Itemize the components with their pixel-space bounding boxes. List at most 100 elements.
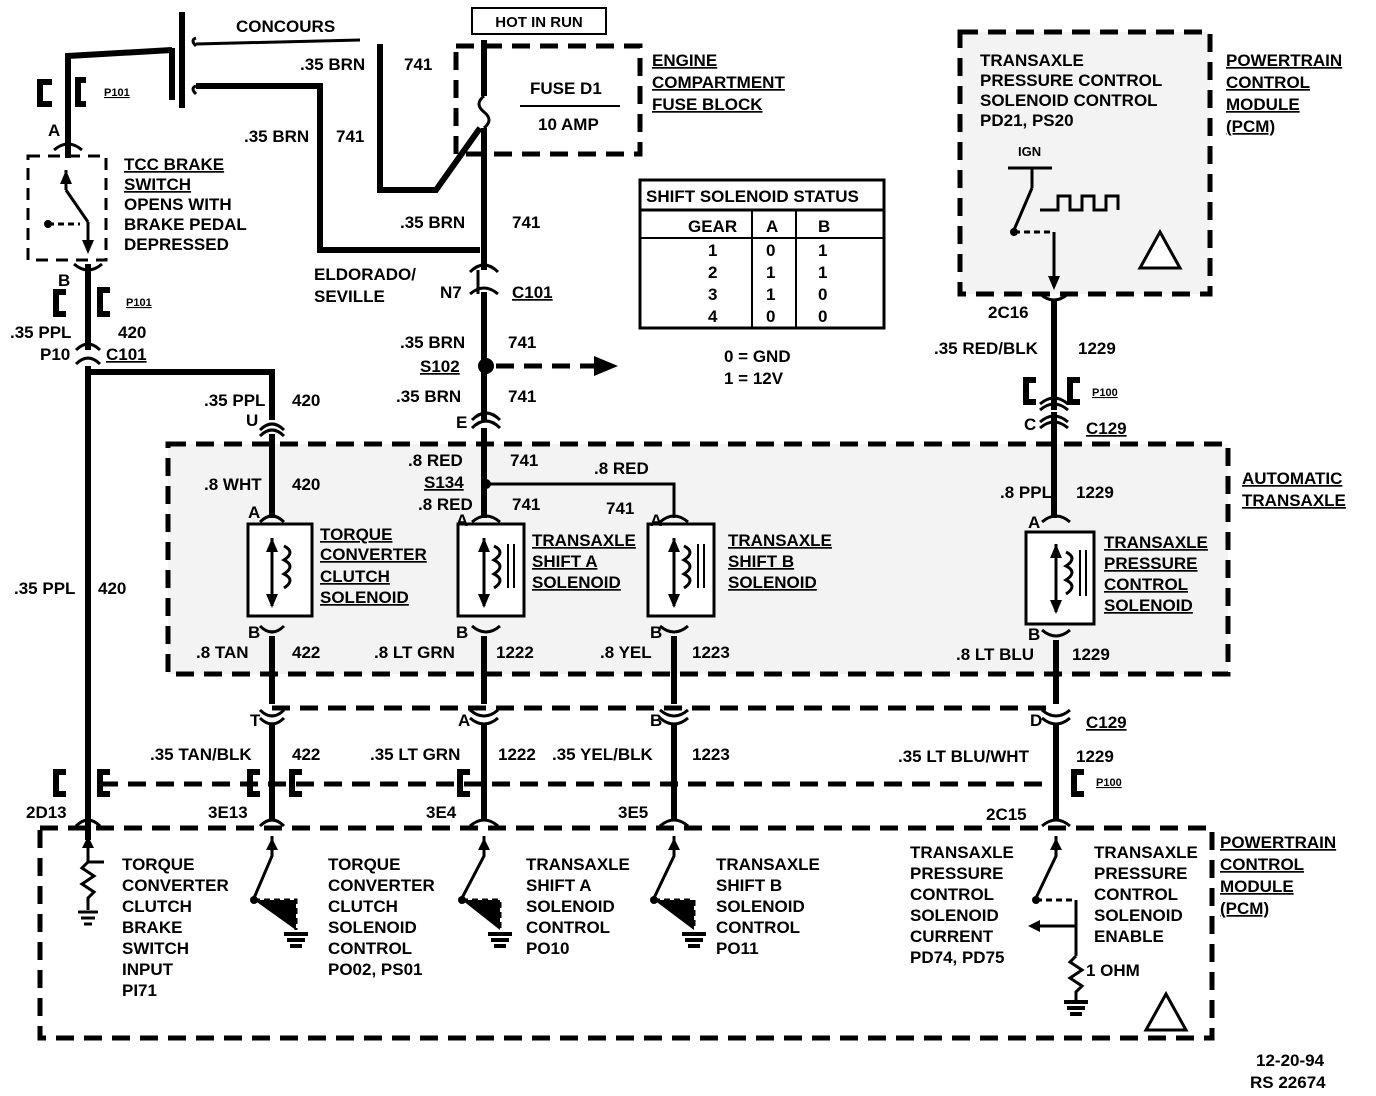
label-line: BRAKE <box>122 918 182 937</box>
label-line: CONTROL <box>1094 885 1178 904</box>
pin-label: E <box>456 413 467 432</box>
shift-b-solenoid <box>646 514 716 634</box>
brake-switch-input-circuit <box>78 836 104 926</box>
label-line: SHIFT B <box>716 876 782 895</box>
pc-solenoid-label: TRANSAXLE PRESSURE CONTROL SOLENOID <box>1104 533 1208 615</box>
table-cell: 3 <box>708 285 717 304</box>
connector-label: C129 <box>1086 713 1127 732</box>
date-label: 12-20-94 <box>1256 1051 1325 1070</box>
label-line: SEVILLE <box>314 287 385 306</box>
wire-label: .35 LT GRN <box>370 745 460 764</box>
wire-label: .35 TAN/BLK <box>150 745 252 764</box>
label-line: PI71 <box>122 981 157 1000</box>
automatic-transaxle-label: AUTOMATIC TRANSAXLE <box>1242 469 1346 510</box>
pin-label: B <box>248 623 260 642</box>
table-header: A <box>766 217 778 236</box>
tcc-brake-switch-box <box>26 154 108 262</box>
circuit-label: 741 <box>510 451 538 470</box>
shift-solenoid-table <box>638 178 886 330</box>
shift-b-control-label: TRANSAXLE SHIFT B SOLENOID CONTROL PO11 <box>716 855 820 958</box>
circuit-label: 1229 <box>1076 747 1114 766</box>
label-line: TORQUE <box>122 855 194 874</box>
wire-label: .8 LT BLU <box>956 645 1034 664</box>
pin-label: A <box>456 511 468 530</box>
label-line: TRANSAXLE <box>1094 843 1198 862</box>
label-line: (PCM) <box>1226 117 1275 136</box>
pc-enable-label: TRANSAXLE PRESSURE CONTROL SOLENOID ENAB… <box>1094 843 1198 946</box>
label-line: PO11 <box>716 939 759 958</box>
pin-label: C <box>1024 415 1036 434</box>
pin-label: B <box>456 623 468 642</box>
label-line: TRANSAXLE <box>526 855 630 874</box>
label-line: PD74, PD75 <box>910 948 1005 967</box>
label-line: POWERTRAIN <box>1226 51 1342 70</box>
label-line: SOLENOID <box>320 588 409 607</box>
transaxle-box <box>165 441 1231 677</box>
ign-label: IGN <box>1018 144 1041 159</box>
wire-label: .8 LT GRN <box>374 643 455 662</box>
pc-solenoid-driver <box>1028 836 1189 1032</box>
label-line: CONTROL <box>910 885 994 904</box>
label-line: SOLENOID <box>728 573 817 592</box>
wire-label: .35 BRN <box>396 387 461 406</box>
wire-label: .35 YEL/BLK <box>552 745 653 764</box>
label-line: (PCM) <box>1220 899 1269 918</box>
label-line: TORQUE <box>320 525 392 544</box>
label-line: CONTROL <box>526 918 610 937</box>
pin-label: A <box>650 511 662 530</box>
brake-switch-input-label: TORQUE CONVERTER CLUTCH BRAKE SWITCH INP… <box>122 855 229 1000</box>
label-line: TRANSAXLE <box>1242 491 1346 510</box>
tcc-solenoid-control-label: TORQUE CONVERTER CLUTCH SOLENOID CONTROL… <box>328 855 435 979</box>
hot-in-run-box <box>471 7 607 35</box>
label-line: PO10 <box>526 939 569 958</box>
wire-label: .35 RED/BLK <box>934 339 1039 358</box>
label-line: CONTROL <box>328 939 412 958</box>
tcc-solenoid-driver <box>250 836 308 948</box>
pc-solenoid-control-label: TRANSAXLE PRESSURE CONTROL SOLENOID CONT… <box>980 51 1162 130</box>
tcc-solenoid <box>246 514 314 634</box>
circuit-label: 420 <box>118 323 146 342</box>
pin-label: B <box>650 623 662 642</box>
label-line: ELDORADO/ <box>314 265 416 284</box>
pin-label: A <box>458 711 470 730</box>
circuit-label: 422 <box>292 745 320 764</box>
label-line: CONTROL <box>1220 855 1304 874</box>
wire-label: .8 TAN <box>196 643 249 662</box>
label-line: TRANSAXLE <box>716 855 820 874</box>
wire-label: .8 RED <box>408 451 463 470</box>
label-line: CONVERTER <box>320 545 427 564</box>
fuse-block-box <box>453 43 643 157</box>
wire-label: .8 YEL <box>600 643 652 662</box>
circuit-label: 1222 <box>496 643 534 662</box>
hot-in-run-label: HOT IN RUN <box>495 14 583 31</box>
pin-label: B <box>1028 625 1040 644</box>
label-line: PO02, PS01 <box>328 960 423 979</box>
shift-a-driver <box>458 836 512 948</box>
label-line: FUSE BLOCK <box>652 95 763 114</box>
label-line: CLUTCH <box>320 567 390 586</box>
circuit-label: 1229 <box>1076 483 1114 502</box>
label-line: MODULE <box>1220 877 1294 896</box>
table-cell: 0 <box>766 241 775 260</box>
table-cell: 0 <box>766 307 775 326</box>
label-line: PRESSURE <box>910 864 1004 883</box>
label-line: SOLENOID <box>1104 596 1193 615</box>
label-line: PRESSURE CONTROL <box>980 71 1162 90</box>
wire-741-shift-b <box>488 482 676 518</box>
pin-label: A <box>248 503 260 522</box>
label-line: TRANSAXLE <box>728 531 832 550</box>
circuit-label: 741 <box>404 55 432 74</box>
label-line: TCC BRAKE <box>124 155 224 174</box>
resistor-label: 1 OHM <box>1086 961 1140 980</box>
pin-label: 2D13 <box>26 803 67 822</box>
connector-label: C129 <box>1086 419 1127 438</box>
pin-label: P10 <box>40 345 70 364</box>
table-header: GEAR <box>688 217 737 236</box>
circuit-label: 1222 <box>498 745 536 764</box>
label-line: PD21, PS20 <box>980 111 1074 130</box>
pcm-bottom-label: POWERTRAIN CONTROL MODULE (PCM) <box>1220 833 1336 918</box>
pin-label: B <box>650 711 662 730</box>
label-line: COMPARTMENT <box>652 73 785 92</box>
circuit-label: 1223 <box>692 643 730 662</box>
